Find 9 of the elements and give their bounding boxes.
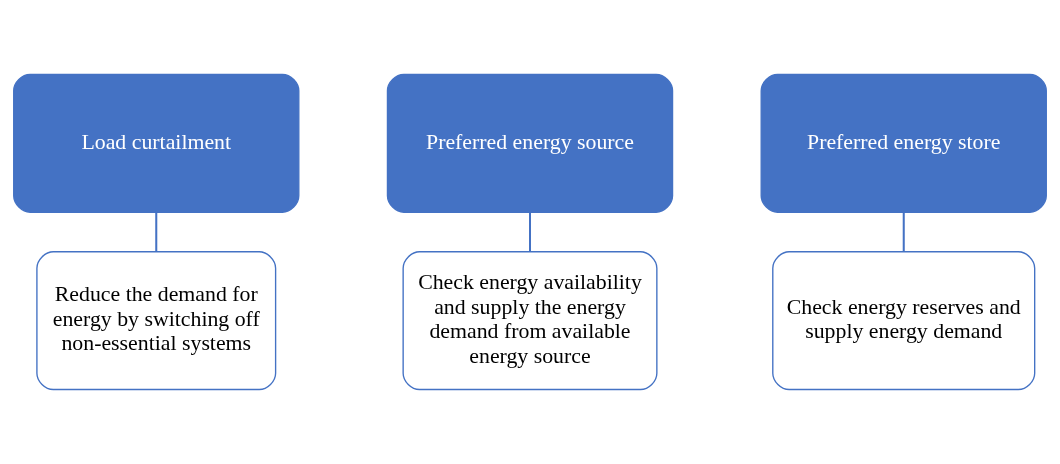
node-box: Check energy availability and supply the energy demand from available energy source [402,251,658,391]
node-box: Load curtailment [13,73,300,213]
connector [155,212,158,252]
connector [528,212,532,252]
node-box: Preferred energy store [760,73,1047,213]
connector [902,212,905,252]
node-box: Check energy reserves and supply energy demand [772,251,1036,391]
node-box: Preferred energy source [386,73,674,213]
node-box: Reduce the demand for energy by switching off non-essential systems [36,251,277,391]
